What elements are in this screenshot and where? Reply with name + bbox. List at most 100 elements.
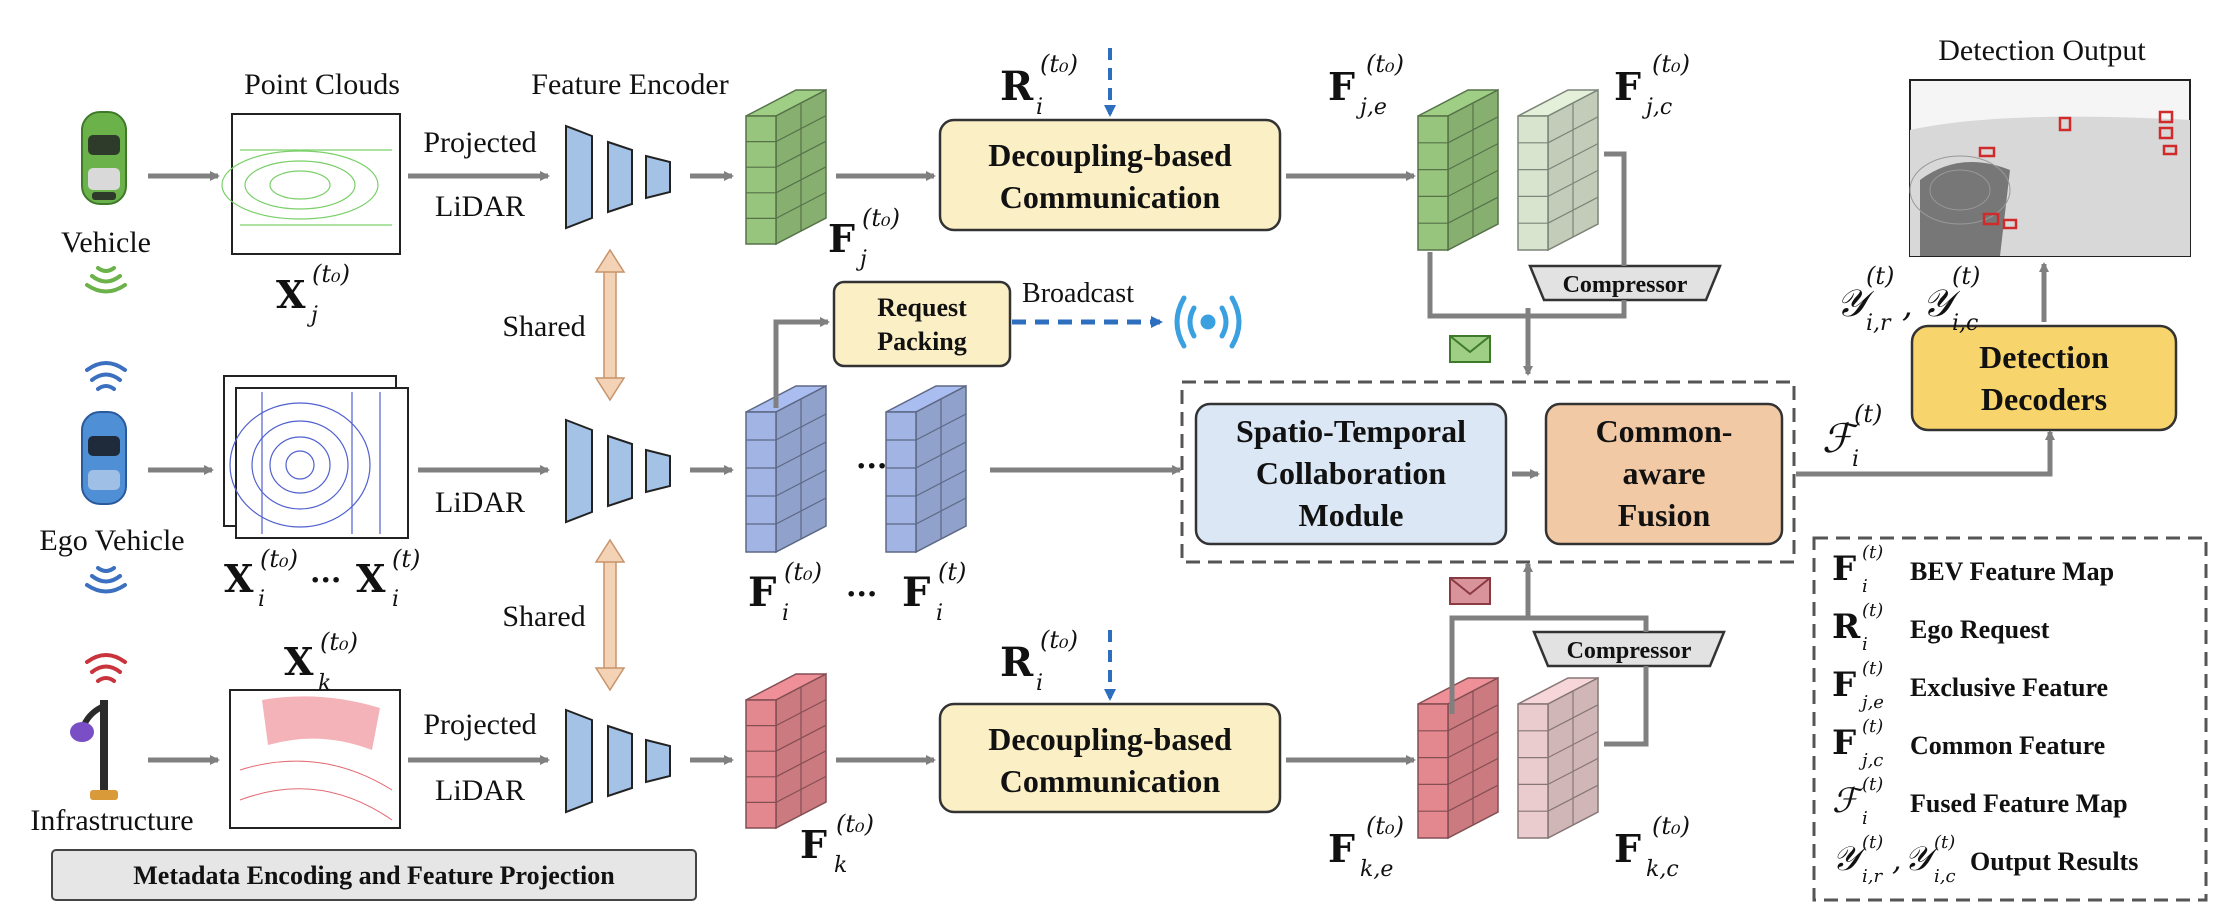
feature-cube-f-je — [1417, 88, 1499, 252]
ego-wifi-top-icon — [85, 361, 127, 391]
svg-text:Fusion: Fusion — [1618, 497, 1711, 533]
feature-cube-f-i-b — [885, 384, 967, 554]
svg-text:j,c: j,c — [1858, 750, 1883, 771]
svg-text:F: F — [748, 569, 776, 616]
feature-cubes-layer — [745, 88, 1599, 840]
svg-text:(t₀): (t₀) — [784, 558, 822, 586]
shared-top-double-arrow — [594, 248, 626, 402]
exclusive-top-link-line — [1427, 252, 1531, 319]
ego-point-cloud-image — [223, 375, 409, 539]
svg-text:F: F — [1328, 64, 1355, 109]
svg-text:(t): (t) — [1862, 774, 1883, 795]
x-j-symbol: X j (t₀) — [276, 260, 350, 328]
svg-text:j: j — [306, 303, 318, 328]
f-jc-symbol: F j,c (t₀) — [1614, 50, 1690, 120]
decoupling-comm-bottom: Decoupling-based Communication — [938, 702, 1282, 814]
svg-text:i: i — [1862, 634, 1868, 655]
svg-text:F: F — [902, 569, 930, 616]
fused-feature-symbol: ℱ i (t) — [1822, 400, 1882, 472]
svg-text:(t₀): (t₀) — [320, 628, 358, 656]
svg-text:Ego Request: Ego Request — [1910, 615, 2050, 644]
svg-text:(t): (t) — [1952, 262, 1980, 290]
svg-text:(t₀): (t₀) — [862, 204, 900, 232]
detection-output-image — [1909, 79, 2191, 257]
svg-text:Decoupling-based: Decoupling-based — [988, 721, 1232, 757]
svg-text:BEV Feature Map: BEV Feature Map — [1910, 557, 2114, 586]
svg-text:(t₀): (t₀) — [1040, 50, 1078, 78]
request-packing-box: Request Packing — [832, 280, 1012, 368]
svg-text:(t₀): (t₀) — [1652, 812, 1690, 840]
infra-point-cloud-image — [229, 689, 401, 829]
svg-text:i: i — [1036, 671, 1043, 696]
svg-text:(t): (t) — [938, 558, 966, 586]
svg-text:(t): (t) — [1862, 716, 1883, 737]
f-i-symbol: F i (t₀) ··· F i (t) — [748, 558, 966, 626]
broadcast-signal-icon — [1174, 295, 1242, 349]
svg-text:F: F — [800, 822, 827, 867]
svg-text:(t): (t) — [1866, 262, 1894, 290]
svg-text:i: i — [782, 601, 789, 626]
projected-label-bot: Projected — [423, 708, 536, 741]
compressor-bottom: Compressor — [1532, 630, 1726, 668]
common-bot-to-compressor-line — [1604, 666, 1649, 747]
lidar-label-top: LiDAR — [435, 190, 525, 223]
vehicle-label: Vehicle — [61, 226, 151, 259]
svg-text:(t): (t) — [1934, 832, 1955, 853]
f-j-symbol: F j (t₀) — [828, 204, 900, 272]
svg-text:i: i — [1036, 95, 1043, 120]
svg-text:(t): (t) — [1862, 658, 1883, 679]
svg-text:i: i — [1852, 447, 1859, 472]
svg-text:i: i — [392, 587, 399, 612]
svg-text:Compressor: Compressor — [1567, 638, 1692, 664]
svg-text:Decoupling-based: Decoupling-based — [988, 137, 1232, 173]
svg-text:Module: Module — [1299, 497, 1404, 533]
svg-text:j,e: j,e — [1858, 692, 1884, 713]
svg-text:···: ··· — [846, 577, 877, 612]
common-aware-fusion-box: Common- aware Fusion — [1544, 402, 1784, 546]
svg-text:F: F — [1328, 826, 1355, 871]
svg-text:Common Feature: Common Feature — [1910, 731, 2105, 760]
detection-output-header: Detection Output — [1938, 34, 2146, 67]
ego-wifi-bottom-icon — [85, 566, 127, 594]
point-clouds-header: Point Clouds — [244, 68, 400, 101]
shared-label-top: Shared — [502, 310, 585, 343]
svg-text:Decoders: Decoders — [1981, 381, 2107, 417]
fusion-to-decoder-arrow — [1796, 430, 2055, 477]
svg-text:i,r: i,r — [1866, 311, 1892, 336]
svg-text:Communication: Communication — [1000, 179, 1221, 215]
feature-cube-f-kc — [1517, 676, 1599, 840]
svg-text:Metadata Encoding and Feature: Metadata Encoding and Feature Projection — [133, 861, 615, 890]
x-k-symbol: X k (t₀) — [284, 628, 358, 696]
shared-label-bot: Shared — [502, 600, 585, 633]
svg-text:(t₀): (t₀) — [1366, 812, 1404, 840]
svg-text:aware: aware — [1623, 455, 1706, 491]
r-top-symbol: R i (t₀) — [1000, 50, 1078, 120]
svg-text:i,c: i,c — [1934, 866, 1956, 887]
svg-text:i,r: i,r — [1862, 866, 1883, 887]
svg-text:F: F — [828, 216, 855, 261]
message-envelope-top-icon — [1449, 335, 1491, 363]
svg-text:Common-: Common- — [1596, 413, 1733, 449]
encoder-bot — [565, 708, 671, 814]
legend-box — [1812, 536, 2208, 902]
stcm-module-box: Spatio-Temporal Collaboration Module — [1194, 402, 1508, 546]
feature-to-request-arrow — [773, 317, 830, 408]
x-i-symbol: X i (t₀) ··· X i (t) — [224, 545, 420, 612]
svg-text:ℱ: ℱ — [1832, 781, 1865, 821]
decoupling-comm-top: Decoupling-based Communication — [938, 118, 1282, 232]
feature-cube-f-i-a — [745, 384, 827, 554]
feature-cube-f-j — [745, 88, 827, 246]
svg-text:Exclusive Feature: Exclusive Feature — [1910, 673, 2108, 702]
metadata-encoding-banner: Metadata Encoding and Feature Projection — [51, 849, 697, 901]
detection-decoders-box: Detection Decoders — [1910, 324, 2178, 432]
svg-text:(t): (t) — [392, 545, 420, 573]
svg-text:i: i — [1862, 808, 1868, 829]
svg-text:(t₀): (t₀) — [1040, 626, 1078, 654]
broadcast-label: Broadcast — [1022, 278, 1134, 309]
svg-text:(t): (t) — [1854, 400, 1882, 428]
svg-text:(t): (t) — [1862, 542, 1883, 563]
